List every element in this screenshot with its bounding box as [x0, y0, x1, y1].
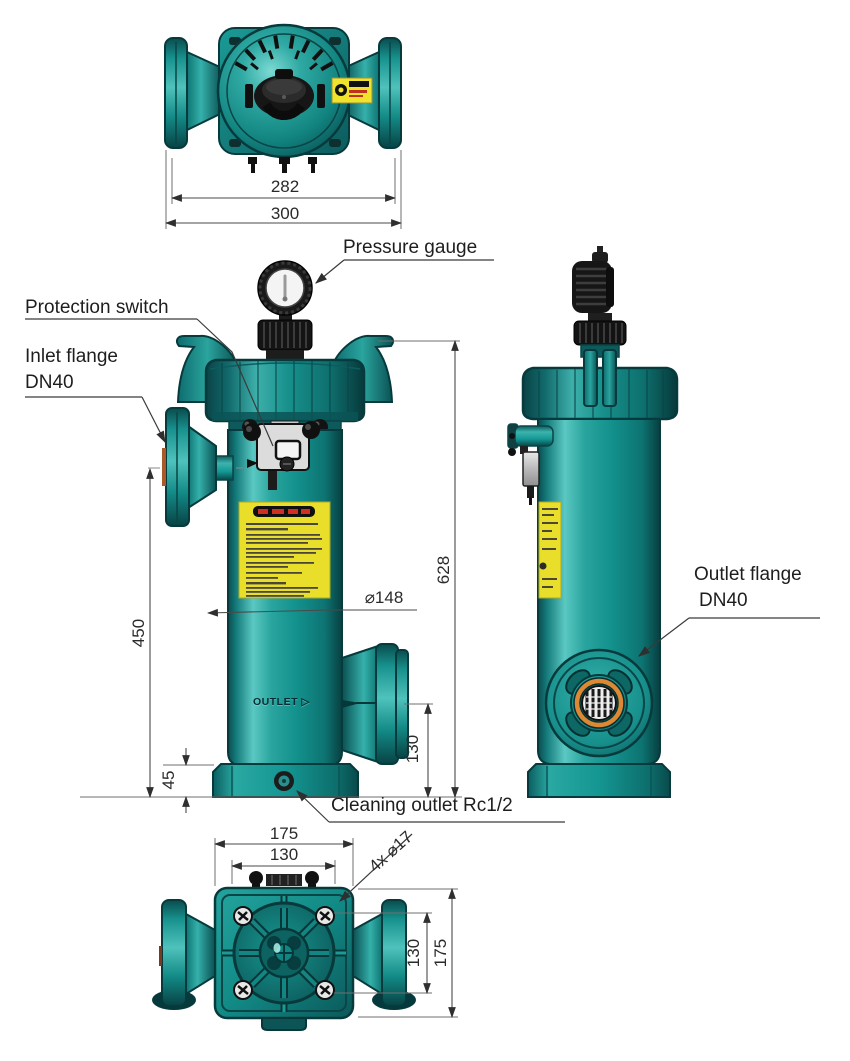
- inlet-flange-front: [162, 407, 234, 527]
- dim-bottom-base-width: 175: [269, 824, 299, 843]
- lid-vent-slots: [234, 35, 334, 72]
- dim-bottom-base-depth: 175: [431, 938, 450, 968]
- bottom-center-hub: [232, 901, 336, 1005]
- dim-bottom-bolt-spacing-w: 130: [269, 845, 299, 864]
- dim-top-bolt-spacing: 282: [270, 177, 300, 196]
- label-outlet-flange-line2: DN40: [699, 590, 748, 611]
- housing-bottom-studs: [248, 157, 317, 173]
- outlet-flange-face: [544, 648, 654, 758]
- label-protection-switch: Protection switch: [25, 297, 169, 318]
- bottom-drain-boss: [261, 1017, 307, 1031]
- label-inlet-flange-line1: Inlet flange: [25, 346, 118, 367]
- label-pressure-gauge: Pressure gauge: [343, 237, 478, 258]
- label-cleaning-outlet: Cleaning outlet Rc1/2: [331, 795, 513, 816]
- bottom-right-flange: [352, 899, 407, 1007]
- top-view: [164, 23, 403, 229]
- dim-front-outlet-to-base: 130: [403, 734, 422, 764]
- pressure-gauge-front: [257, 260, 313, 332]
- dim-front-overall-height: 628: [434, 555, 453, 585]
- side-view: [507, 246, 679, 798]
- screw-cap-front: [204, 358, 366, 423]
- front-view: [80, 260, 462, 813]
- outlet-flange-front: [341, 643, 409, 765]
- dim-front-inlet-to-base: 450: [129, 618, 148, 648]
- label-inlet-flange: Inlet flange DN40: [25, 344, 118, 396]
- annotation-leaders: [25, 259, 820, 823]
- base-front: [212, 763, 359, 798]
- outlet-marking: OUTLET ▷: [253, 696, 310, 708]
- bottom-left-flange: [159, 899, 216, 1007]
- base-side: [527, 763, 671, 798]
- bottom-view: [152, 833, 458, 1031]
- dim-front-body-diameter: ⌀148: [364, 588, 404, 607]
- protection-switch-side: [507, 423, 554, 505]
- protection-switch-device: [243, 421, 320, 490]
- front-warning-label: [238, 501, 331, 599]
- label-inlet-flange-line2: DN40: [25, 372, 74, 393]
- dim-bottom-bolt-spacing-d: 130: [404, 938, 423, 968]
- dim-front-base-height: 45: [159, 770, 178, 790]
- dim-top-overall-width: 300: [270, 204, 300, 223]
- top-warning-sticker: [331, 77, 373, 104]
- pressure-gauge-side: [572, 246, 614, 323]
- side-warning-label: [538, 501, 562, 599]
- label-outlet-flange: Outlet flange DN40: [694, 562, 802, 614]
- cleaning-outlet-plug: [274, 771, 294, 791]
- label-outlet-flange-line1: Outlet flange: [694, 564, 802, 585]
- housing-corner-slots: [229, 37, 341, 147]
- bottom-bolt-holes: [233, 906, 335, 1000]
- screw-cap-side: [521, 349, 679, 421]
- center-knob: [254, 69, 314, 121]
